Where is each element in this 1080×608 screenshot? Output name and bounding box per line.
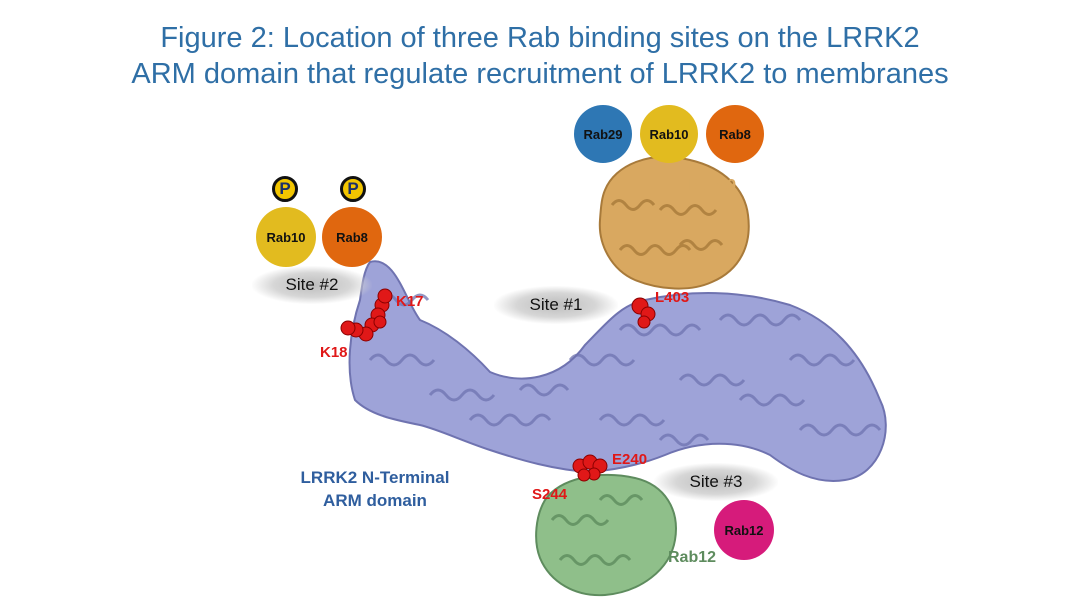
arm-domain-structure: [348, 260, 887, 482]
figure-title-line2: ARM domain that regulate recruitment of …: [131, 58, 949, 90]
arm-domain-label: LRRK2 N-Terminal ARM domain: [280, 466, 470, 512]
site2-rab8-circle: Rab8: [322, 207, 382, 267]
rab12-body: [535, 473, 677, 597]
site3-label: Site #3: [654, 463, 778, 501]
rab12-structure-label: Rab12: [668, 549, 717, 566]
phospho-badge-rab10: P: [272, 176, 298, 202]
site3-rab12-circle: Rab12: [714, 500, 774, 560]
residue-k17-label: K17: [396, 293, 424, 310]
residue-e240-label: E240: [612, 451, 648, 468]
site1-rab29-circle: Rab29: [574, 105, 632, 163]
site1-rab10-circle: Rab10: [640, 105, 698, 163]
site2-rab10-circle: Rab10: [256, 207, 316, 267]
residue-k18-label: K18: [320, 344, 348, 361]
site1-rab8-circle: Rab8: [706, 105, 764, 163]
arm-domain-label-line1: LRRK2 N-Terminal: [300, 468, 450, 487]
site1-label: Site #1: [494, 286, 618, 324]
site2-label: Site #2: [252, 266, 372, 304]
phospho-badge-rab8: P: [340, 176, 366, 202]
residue-l403-label: L403: [655, 289, 690, 306]
arm-helix-coils: [368, 293, 882, 447]
arm-domain-label-line2: ARM domain: [323, 491, 427, 510]
rab12-structure: [535, 473, 677, 597]
rab29-structure-label: Rab29: [688, 177, 737, 194]
figure-title-line1: Figure 2: Location of three Rab binding …: [160, 22, 920, 54]
arm-domain-body: [348, 260, 887, 482]
rab29-body: [598, 155, 750, 290]
rab29-structure: [598, 155, 750, 290]
residue-spheres: [340, 288, 656, 482]
residue-s244-label: S244: [532, 486, 568, 503]
